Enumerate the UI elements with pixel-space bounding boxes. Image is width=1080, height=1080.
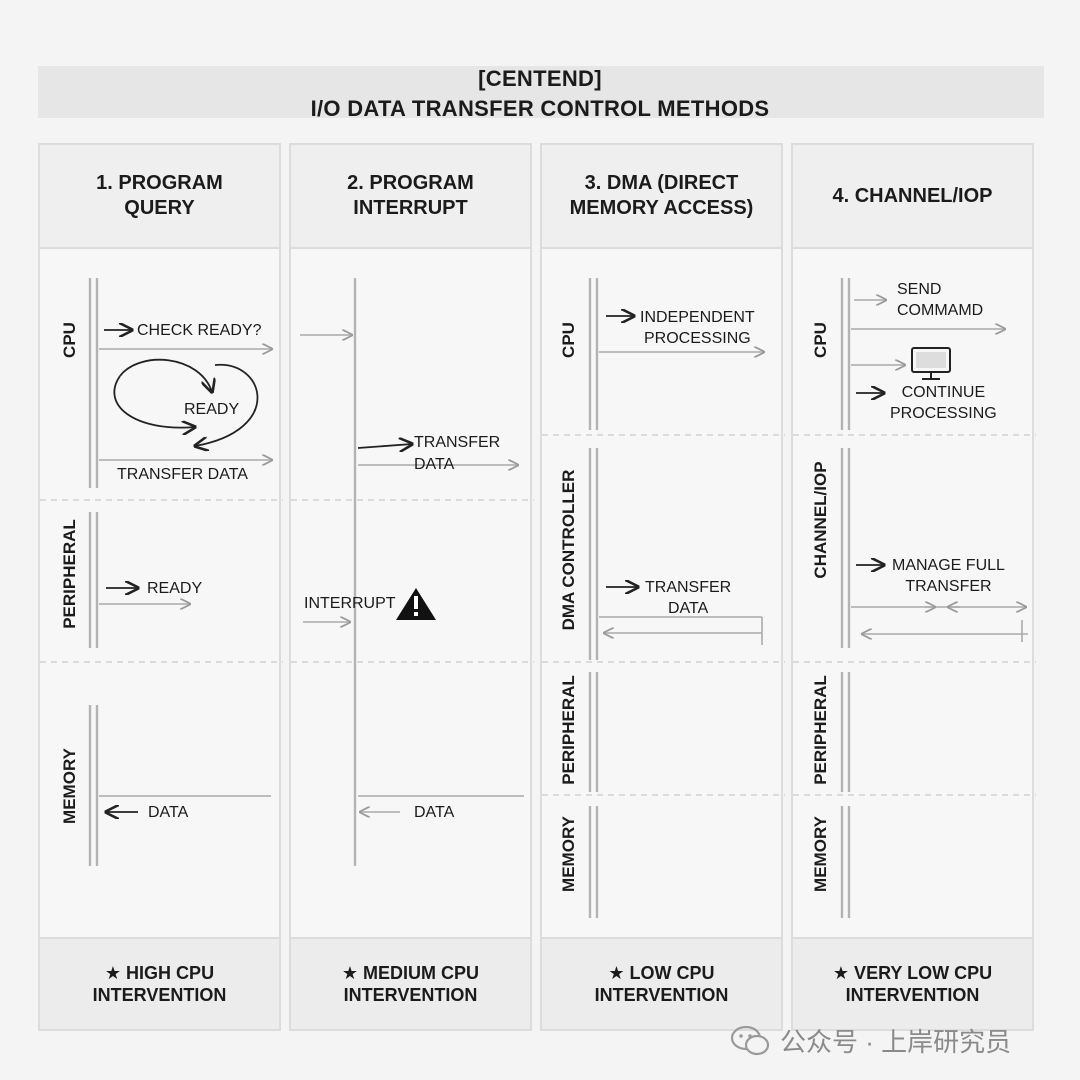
column-title: 2. PROGRAM INTERRUPT xyxy=(291,145,530,249)
lifelines xyxy=(88,278,851,918)
memory-data-label: DATA xyxy=(148,804,189,821)
lane-label-peripheral: PERIPHERAL xyxy=(811,675,830,785)
column1-arrows xyxy=(99,330,272,812)
column-program-interrupt: 2. PROGRAM INTERRUPT ★ MEDIUM CPU INTERV… xyxy=(289,143,532,1031)
ready-label: READY xyxy=(184,401,240,418)
warning-triangle-icon xyxy=(396,588,436,620)
diagram-title: I/O DATA TRANSFER CONTROL METHODS xyxy=(310,96,770,121)
column-channel-iop: 4. CHANNEL/IOP ★ VERY LOW CPU INTERVENTI… xyxy=(791,143,1034,1031)
lane-dividers xyxy=(40,434,1036,796)
memory-data-label: DATA xyxy=(414,804,455,821)
lane-label-memory: MEMORY xyxy=(60,748,79,824)
transfer-data-label: TRANSFER DATA xyxy=(117,466,248,483)
peripheral-ready-label: READY xyxy=(147,580,203,597)
lane-label-dma-controller: DMA CONTROLLER xyxy=(559,469,578,631)
lane-label-cpu: CPU xyxy=(811,322,830,358)
lane-label-memory: MEMORY xyxy=(811,816,830,892)
diagram-tag: [CENTEND] xyxy=(478,66,602,91)
column-footer: ★ HIGH CPU INTERVENTION xyxy=(40,937,279,1029)
column4-arrows xyxy=(851,300,1028,642)
column-dma: 3. DMA (DIRECT MEMORY ACCESS) ★ LOW CPU … xyxy=(540,143,783,1031)
transfer-data-label: TRANSFER DATA xyxy=(414,434,501,473)
continue-processing-label: CONTINUE PROCESSING xyxy=(890,384,997,422)
lane-label-cpu: CPU xyxy=(60,322,79,358)
column2-arrows xyxy=(300,335,524,812)
independent-processing-label: INDEPENDENT PROCESSING xyxy=(640,309,755,347)
column-program-query: 1. PROGRAM QUERY ★ HIGH CPU INTERVENTION xyxy=(38,143,281,1031)
column-title: 3. DMA (DIRECT MEMORY ACCESS) xyxy=(542,145,781,249)
column-footer: ★ MEDIUM CPU INTERVENTION xyxy=(291,937,530,1029)
wechat-icon xyxy=(730,1025,770,1056)
column-title: 1. PROGRAM QUERY xyxy=(40,145,279,249)
watermark-text: 公众号 · 上岸研究员 xyxy=(780,1027,1012,1057)
lane-label-channel-iop: CHANNEL/IOP xyxy=(811,461,830,579)
column-title: 4. CHANNEL/IOP xyxy=(793,145,1032,249)
lane-label-cpu: CPU xyxy=(559,322,578,358)
manage-full-transfer-label: MANAGE FULL TRANSFER xyxy=(892,557,1005,595)
check-ready-label: CHECK READY? xyxy=(137,322,262,339)
lane-label-memory: MEMORY xyxy=(559,816,578,892)
title-bar xyxy=(38,66,1044,118)
lane-label-peripheral: PERIPHERAL xyxy=(559,675,578,785)
column-footer: ★ VERY LOW CPU INTERVENTION xyxy=(793,937,1032,1029)
send-command-label: SEND COMMAMD xyxy=(897,281,984,319)
column3-arrows xyxy=(599,316,764,645)
transfer-data-label: TRANSFER DATA xyxy=(645,579,732,617)
lane-label-peripheral: PERIPHERAL xyxy=(60,519,79,629)
column-footer: ★ LOW CPU INTERVENTION xyxy=(542,937,781,1029)
interrupt-label: INTERRUPT xyxy=(304,595,396,612)
computer-monitor-icon xyxy=(911,347,951,380)
